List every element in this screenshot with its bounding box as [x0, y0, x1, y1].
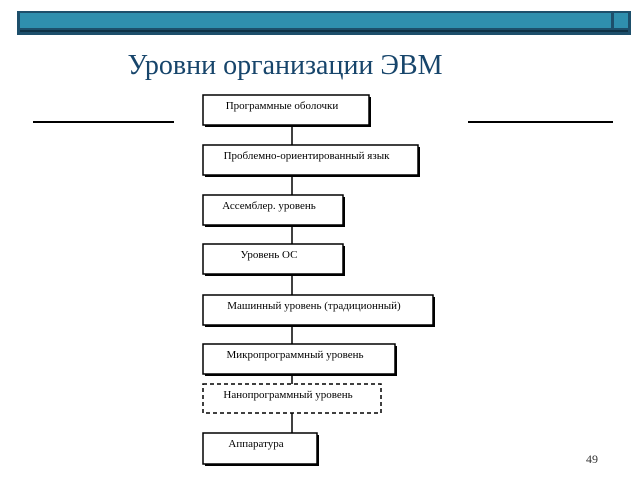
page-number: 49	[586, 452, 598, 466]
left-decor-line	[33, 121, 174, 123]
level-box	[202, 144, 419, 176]
level-box	[202, 194, 344, 226]
slide-header-bar	[17, 11, 631, 35]
level-label: Нанопрограммный уровень	[223, 389, 352, 401]
level-label: Уровень ОС	[241, 249, 298, 261]
level-label: Микропрограммный уровень	[226, 349, 363, 361]
level-label: Проблемно-ориентированный язык	[224, 150, 391, 162]
header-bar-underline	[20, 30, 628, 32]
level-box	[202, 432, 318, 465]
slide-title: Уровни организации ЭВМ	[127, 50, 443, 81]
level-box	[202, 343, 396, 375]
header-bar-inner	[20, 13, 611, 28]
level-label: Аппаратура	[228, 438, 283, 450]
level-label: Программные оболочки	[226, 100, 339, 112]
level-label: Машинный уровень (традиционный)	[227, 300, 401, 312]
header-bar-square	[614, 13, 628, 28]
level-box	[202, 243, 344, 275]
level-label: Ассемблер. уровень	[222, 200, 316, 212]
level-box	[202, 294, 434, 326]
level-box	[202, 94, 370, 126]
right-decor-line	[468, 121, 613, 123]
